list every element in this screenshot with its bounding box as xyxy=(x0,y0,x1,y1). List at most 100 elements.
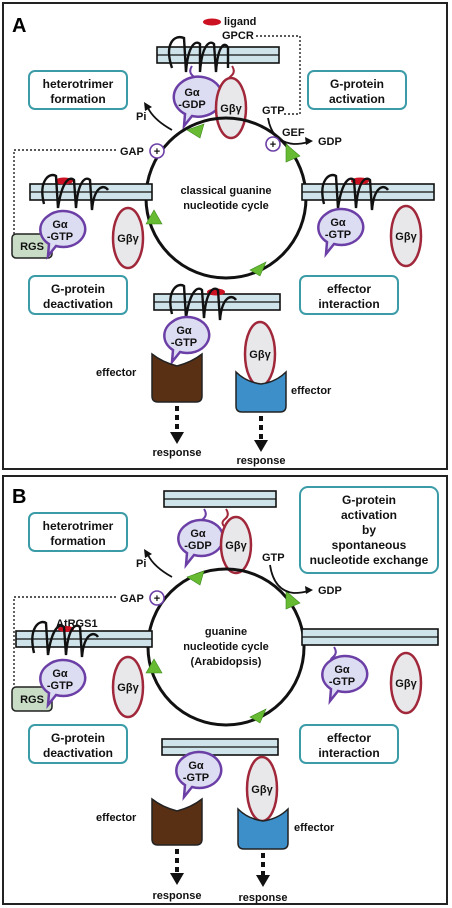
plus-icon xyxy=(149,590,165,606)
g-alpha-label: Gα xyxy=(188,760,204,772)
cycle-label-line: nucleotide cycle xyxy=(183,641,269,653)
cycle-arrow-icon xyxy=(285,143,301,163)
panel-a: A ligand GPCR Gα -GDP Gβγ heterotrimer f… xyxy=(2,2,448,470)
box-line: G-protein xyxy=(342,493,396,507)
panel-a-diagram: A ligand GPCR Gα -GDP Gβγ heterotrimer f… xyxy=(11,15,435,467)
box-line: G-protein xyxy=(51,731,105,745)
box-line: nucleotide exchange xyxy=(310,553,429,567)
gpcr-helices-icon xyxy=(31,620,99,658)
effector-label: effector xyxy=(96,367,137,379)
gpcr-helices-icon xyxy=(167,35,230,73)
effector-label: effector xyxy=(291,385,332,397)
gtp-bound-label: -GTP xyxy=(329,676,355,688)
panel-letter: A xyxy=(12,15,26,37)
cycle-label-line: guanine xyxy=(205,626,247,638)
gtp-bound-label: -GTP xyxy=(325,229,351,241)
pi-label: Pi xyxy=(136,558,146,570)
g-alpha-label: Gα xyxy=(334,664,350,676)
gap-rgs-link xyxy=(13,149,116,234)
g-protein-deactivation-box xyxy=(28,724,128,764)
ligand-label: ligand xyxy=(224,16,256,28)
g-alpha-gtp-icon xyxy=(39,658,87,709)
cycle-arrow-icon xyxy=(285,590,301,610)
heterotrimer-formation-box xyxy=(28,70,128,110)
response-label: response xyxy=(153,890,202,902)
box-line: heterotrimer xyxy=(43,519,114,533)
nucleotide-cycle xyxy=(144,116,308,280)
cycle-arrow-icon xyxy=(186,570,205,586)
g-betagamma-label: Gβγ xyxy=(249,349,271,361)
plus-icon xyxy=(265,136,281,152)
g-alpha-label: Gα xyxy=(190,528,206,540)
effector-interaction-box xyxy=(299,724,399,764)
gdp-label: GDP xyxy=(318,585,342,597)
gtp-label: GTP xyxy=(262,552,285,564)
effector-brown-icon xyxy=(151,352,203,403)
g-alpha-gtp-icon xyxy=(39,209,87,260)
g-alpha-gdp-icon xyxy=(177,518,225,569)
pi-label: Pi xyxy=(136,111,146,123)
cycle-label-line: nucleotide cycle xyxy=(183,200,269,212)
g-betagamma-icon xyxy=(214,76,248,140)
gpcr-helices-icon xyxy=(41,173,109,211)
box-line: G-protein xyxy=(51,282,105,296)
response-label: response xyxy=(153,447,202,459)
gpcr-gef-link xyxy=(256,35,301,115)
panel-letter: B xyxy=(12,486,26,508)
g-betagamma-icon xyxy=(389,651,423,715)
g-protein-activation-box xyxy=(307,70,407,110)
box-line: effector xyxy=(327,282,371,296)
cycle-arrow-icon xyxy=(249,708,267,724)
cycle-label-line: classical guanine xyxy=(180,185,271,197)
g-betagamma-icon xyxy=(111,655,145,719)
g-alpha-gtp-icon xyxy=(321,654,369,705)
box-line: G-protein xyxy=(330,77,384,91)
g-alpha-gtp-icon xyxy=(175,750,223,801)
g-betagamma-label: Gβγ xyxy=(220,103,242,115)
gap-label: GAP xyxy=(120,593,144,605)
plus-sign: + xyxy=(270,139,276,151)
gtp-bound-label: -GTP xyxy=(47,680,73,692)
box-line: formation xyxy=(50,92,105,106)
g-betagamma-label: Gβγ xyxy=(225,540,247,552)
g-protein-deactivation-box xyxy=(28,275,128,315)
effector-blue-icon xyxy=(237,807,289,850)
arrow-down-icon xyxy=(256,875,270,887)
gap-rgs-link xyxy=(13,596,116,687)
g-alpha-label: Gα xyxy=(52,219,68,231)
effector-brown-icon xyxy=(151,797,203,846)
arrow-down-icon xyxy=(254,440,268,452)
plus-icon xyxy=(149,143,165,159)
box-line: activation xyxy=(329,92,385,106)
g-alpha-label: Gα xyxy=(330,217,346,229)
arrow-down-icon xyxy=(170,873,184,885)
box-line: interaction xyxy=(318,297,379,311)
effector-interaction-box xyxy=(299,275,399,315)
effector-label: effector xyxy=(96,812,137,824)
gtp-bound-label: -GTP xyxy=(183,772,209,784)
cycle-arrow-icon xyxy=(186,123,205,139)
g-betagamma-label: Gβγ xyxy=(117,682,139,694)
gtp-bound-label: -GTP xyxy=(171,337,197,349)
plus-sign: + xyxy=(154,146,160,158)
box-line: effector xyxy=(327,731,371,745)
g-alpha-gdp-icon xyxy=(172,75,224,130)
g-betagamma-icon xyxy=(389,204,423,268)
g-betagamma-label: Gβγ xyxy=(395,678,417,690)
plus-sign: + xyxy=(154,593,160,605)
response-label: response xyxy=(237,455,286,467)
box-line: by xyxy=(362,523,376,537)
box-line: spontaneous xyxy=(332,538,407,552)
panel-b-diagram: B Gα -GDP Gβγ heterotrimer formation G-p… xyxy=(11,486,439,904)
box-line: heterotrimer xyxy=(43,77,114,91)
gdp-label: GDP xyxy=(318,136,342,148)
heterotrimer-formation-box xyxy=(28,512,128,552)
g-alpha-label: Gα xyxy=(52,668,68,680)
cycle-arrow-icon xyxy=(249,261,267,277)
box-line: activation xyxy=(341,508,397,522)
gap-label: GAP xyxy=(120,146,144,158)
effector-label: effector xyxy=(294,822,335,834)
g-betagamma-icon xyxy=(219,515,253,575)
g-alpha-gtp-icon xyxy=(163,315,211,366)
gdp-bound-label: -GDP xyxy=(178,99,206,111)
